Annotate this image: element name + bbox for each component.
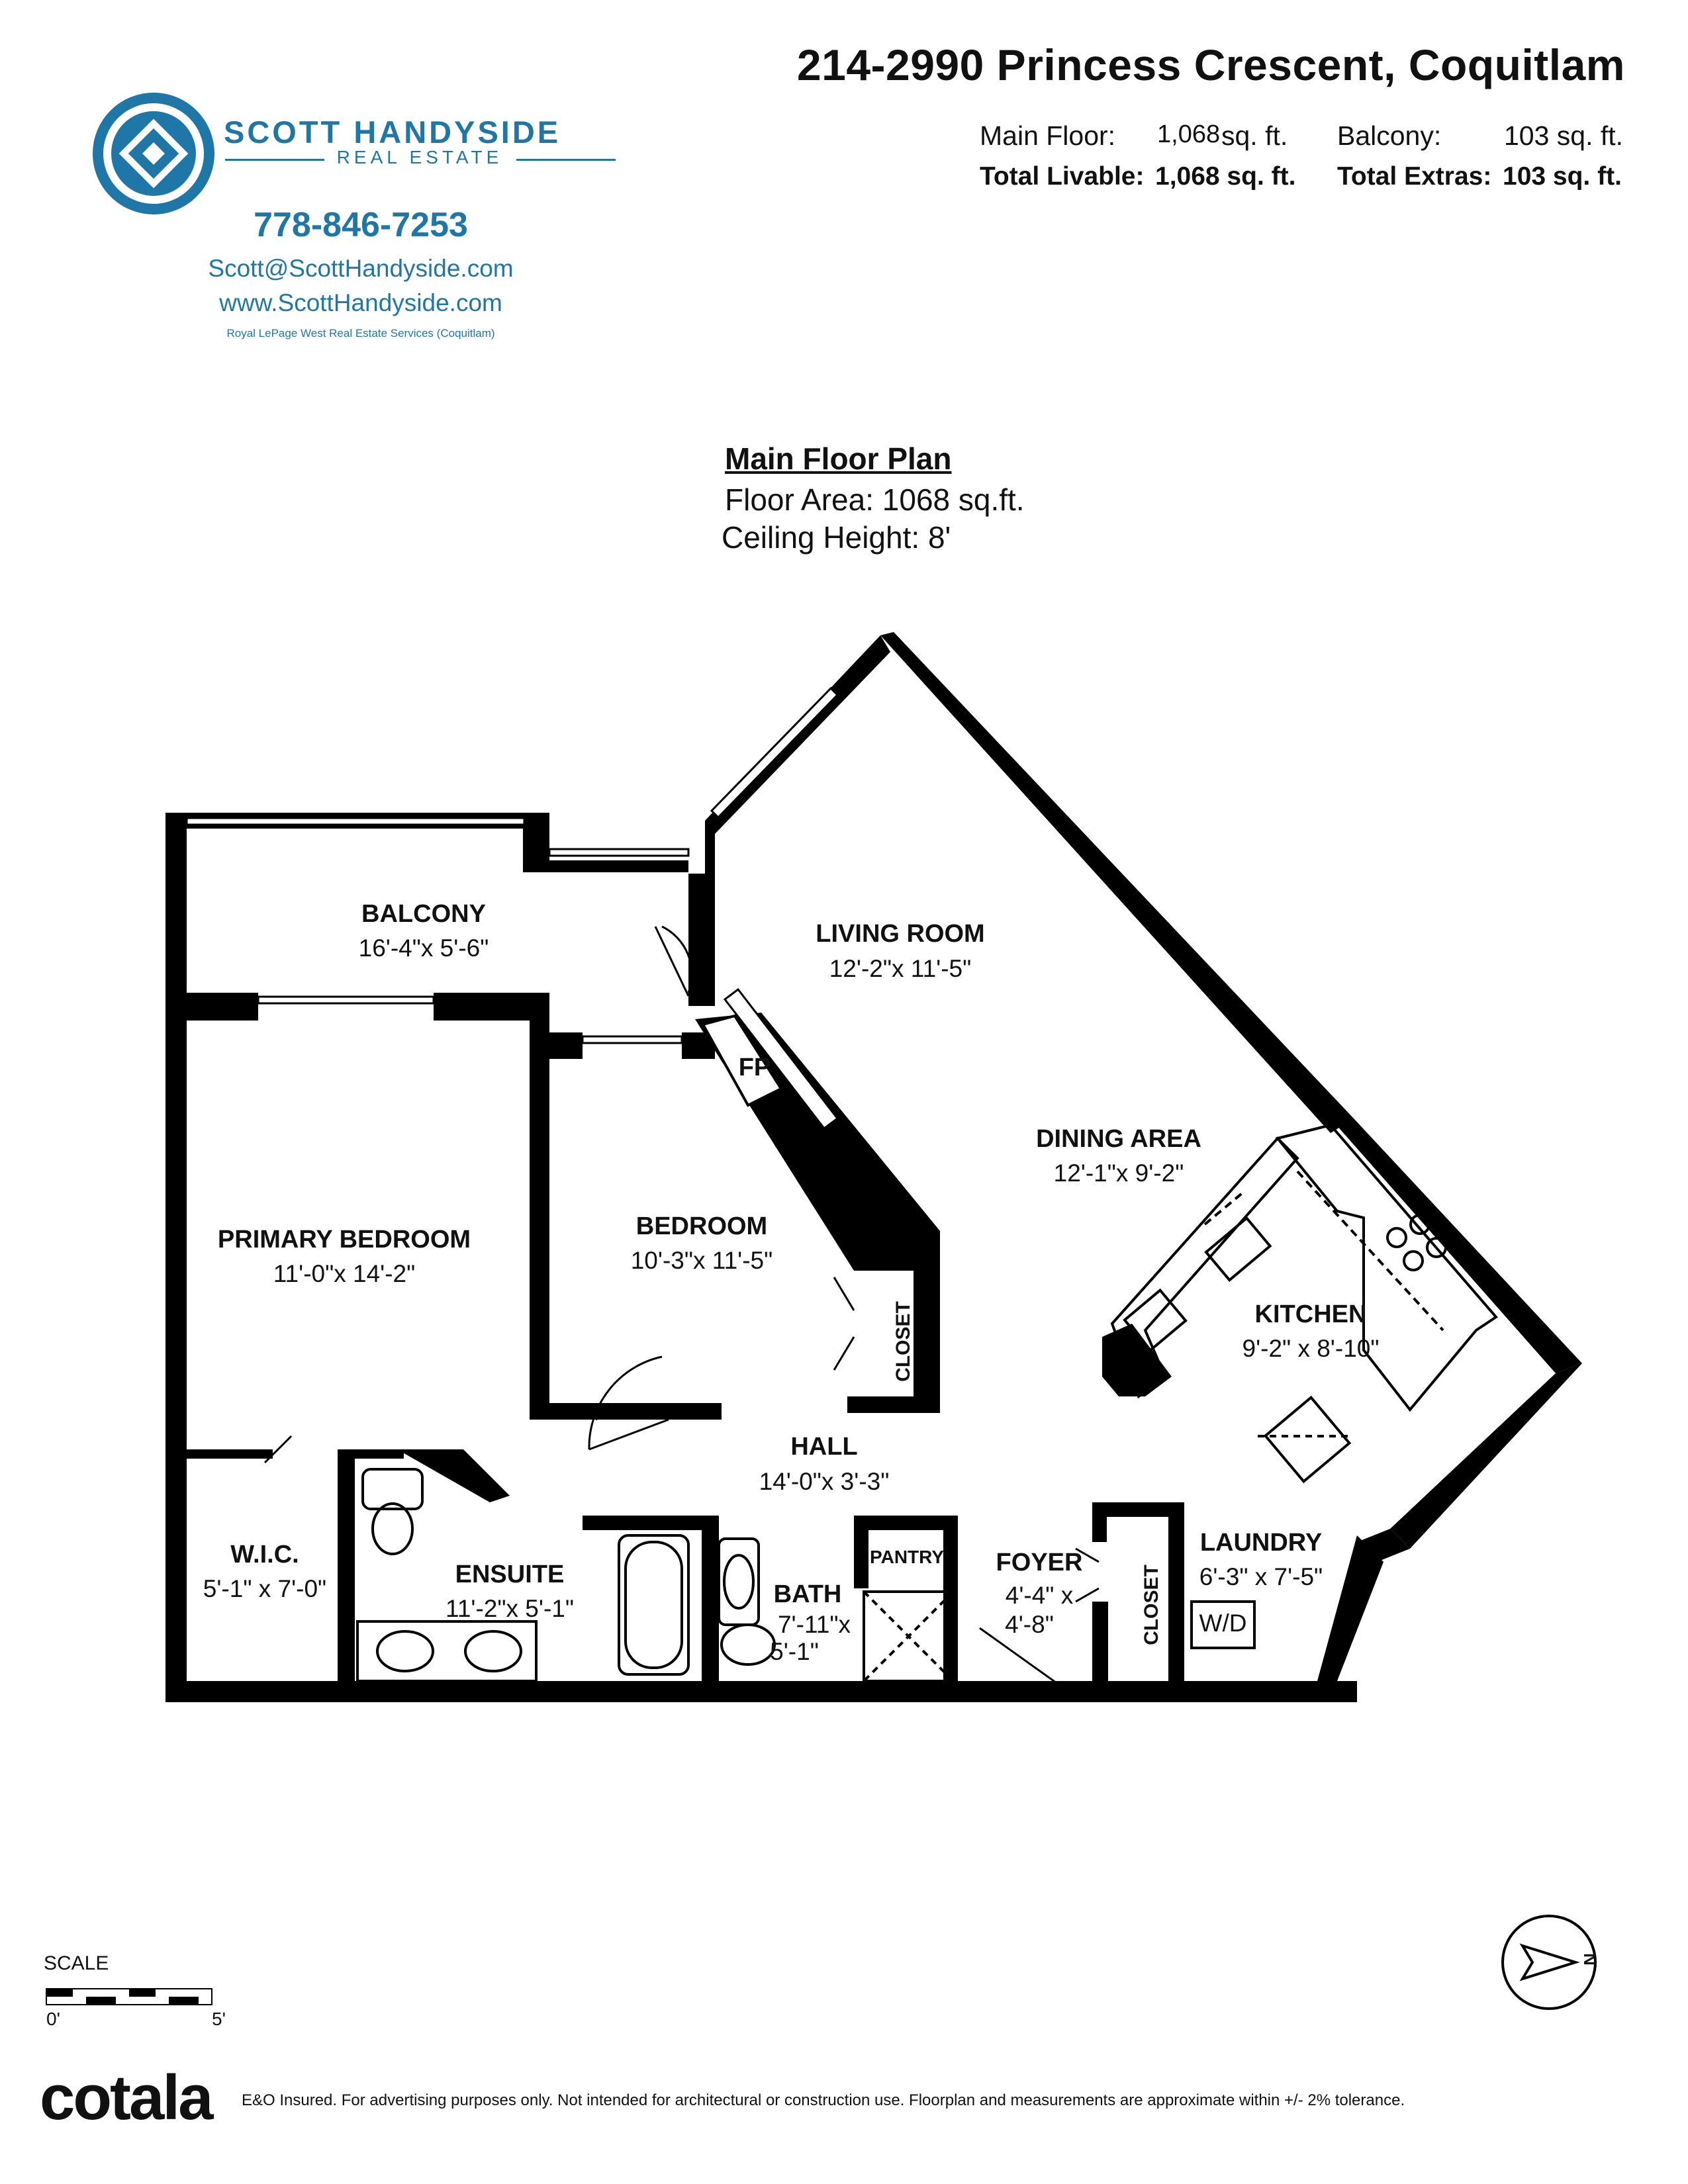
room-primary-bedroom-label: PRIMARY BEDROOM: [217, 1226, 471, 1253]
scale-start: 0': [46, 2009, 60, 2029]
room-balcony-dim: 16'-4"x 5'-6": [358, 934, 489, 962]
washer-dryer-label: W/D: [1199, 1610, 1247, 1637]
brand-name: SCOTT HANDYSIDE: [224, 114, 561, 150]
room-laundry-dim: 6'-3" x 7'-5": [1199, 1563, 1323, 1590]
room-kitchen-dim: 9'-2" x 8'-10": [1242, 1335, 1380, 1362]
total-extras-value: 103 sq. ft.: [1503, 162, 1622, 191]
room-dining-label: DINING AREA: [1036, 1125, 1201, 1153]
room-laundry-label: LAUNDRY: [1199, 1529, 1323, 1557]
plan-title: Main Floor Plan: [725, 441, 952, 476]
room-primary-bedroom-dim: 11'-0"x 14'-2": [273, 1260, 416, 1287]
room-balcony-label: BALCONY: [361, 900, 486, 928]
brand-divider-left: [225, 159, 324, 161]
scale-label: SCALE: [44, 1952, 109, 1974]
room-hall-dim: 14'-0"x 3'-3": [759, 1468, 890, 1495]
footer-disclaimer: E&O Insured. For advertising purposes on…: [242, 2091, 1405, 2109]
room-bath-dim-2: 5'-1": [770, 1638, 819, 1665]
room-foyer-dim-1: 4'-4" x: [1005, 1582, 1074, 1609]
room-bath-dim-1: 7'-11"x: [777, 1611, 851, 1638]
plan-ceiling-height: Ceiling Height: 8': [722, 520, 951, 555]
room-dining-dim: 12'-1"x 9'-2": [1053, 1160, 1184, 1187]
room-living-label: LIVING ROOM: [816, 920, 985, 948]
room-wic-dim: 5'-1" x 7'-0": [203, 1575, 327, 1602]
room-foyer-closet-label: CLOSET: [1141, 1565, 1162, 1645]
main-floor-value: 1,068: [1157, 120, 1221, 148]
room-pantry-label: PANTRY: [870, 1547, 944, 1567]
scale-end: 5': [212, 2009, 226, 2029]
brand-phone[interactable]: 778-846-7253: [254, 206, 468, 244]
brand-website[interactable]: www.ScottHandyside.com: [219, 289, 502, 316]
room-fp-label: FP: [738, 1054, 771, 1081]
room-hall-label: HALL: [790, 1433, 858, 1461]
brand-logo: [93, 93, 215, 215]
plan-floor-area: Floor Area: 1068 sq.ft.: [725, 482, 1025, 517]
property-address: 214-2990 Princess Crescent, Coquitlam: [796, 40, 1625, 89]
main-floor-label: Main Floor:: [980, 120, 1116, 151]
room-bedroom-closet-label: CLOSET: [892, 1301, 914, 1382]
room-bedroom-dim: 10'-3"x 11'-5": [630, 1247, 773, 1274]
room-living-dim: 12'-2"x 11'-5": [829, 955, 972, 982]
total-extras-label: Total Extras:: [1337, 162, 1492, 191]
room-kitchen-label: KITCHEN: [1254, 1300, 1367, 1328]
balcony-area-value: 103 sq. ft.: [1504, 120, 1624, 151]
room-foyer-label: FOYER: [996, 1549, 1083, 1576]
brand-subtitle: REAL ESTATE: [336, 147, 503, 167]
room-foyer-dim-2: 4'-8": [1005, 1611, 1054, 1638]
cotala-logo: cotala: [40, 2062, 213, 2133]
room-bath-label: BATH: [773, 1580, 842, 1608]
balcony-area-label: Balcony:: [1337, 120, 1442, 151]
room-wic-label: W.I.C.: [230, 1541, 299, 1569]
total-livable-value: 1,068 sq. ft.: [1155, 162, 1296, 191]
room-bedroom-label: BEDROOM: [635, 1212, 768, 1240]
brand-brokerage: Royal LePage West Real Estate Services (…: [226, 327, 495, 340]
brand-email[interactable]: Scott@ScottHandyside.com: [208, 255, 514, 282]
room-ensuite-dim: 11'-2"x 5'-1": [445, 1595, 574, 1622]
main-floor-unit: sq. ft.: [1221, 120, 1288, 151]
room-ensuite-label: ENSUITE: [455, 1561, 565, 1588]
north-indicator-icon: N: [1579, 1953, 1600, 1966]
brand-divider-right: [516, 159, 616, 161]
total-livable-label: Total Livable:: [980, 162, 1145, 191]
